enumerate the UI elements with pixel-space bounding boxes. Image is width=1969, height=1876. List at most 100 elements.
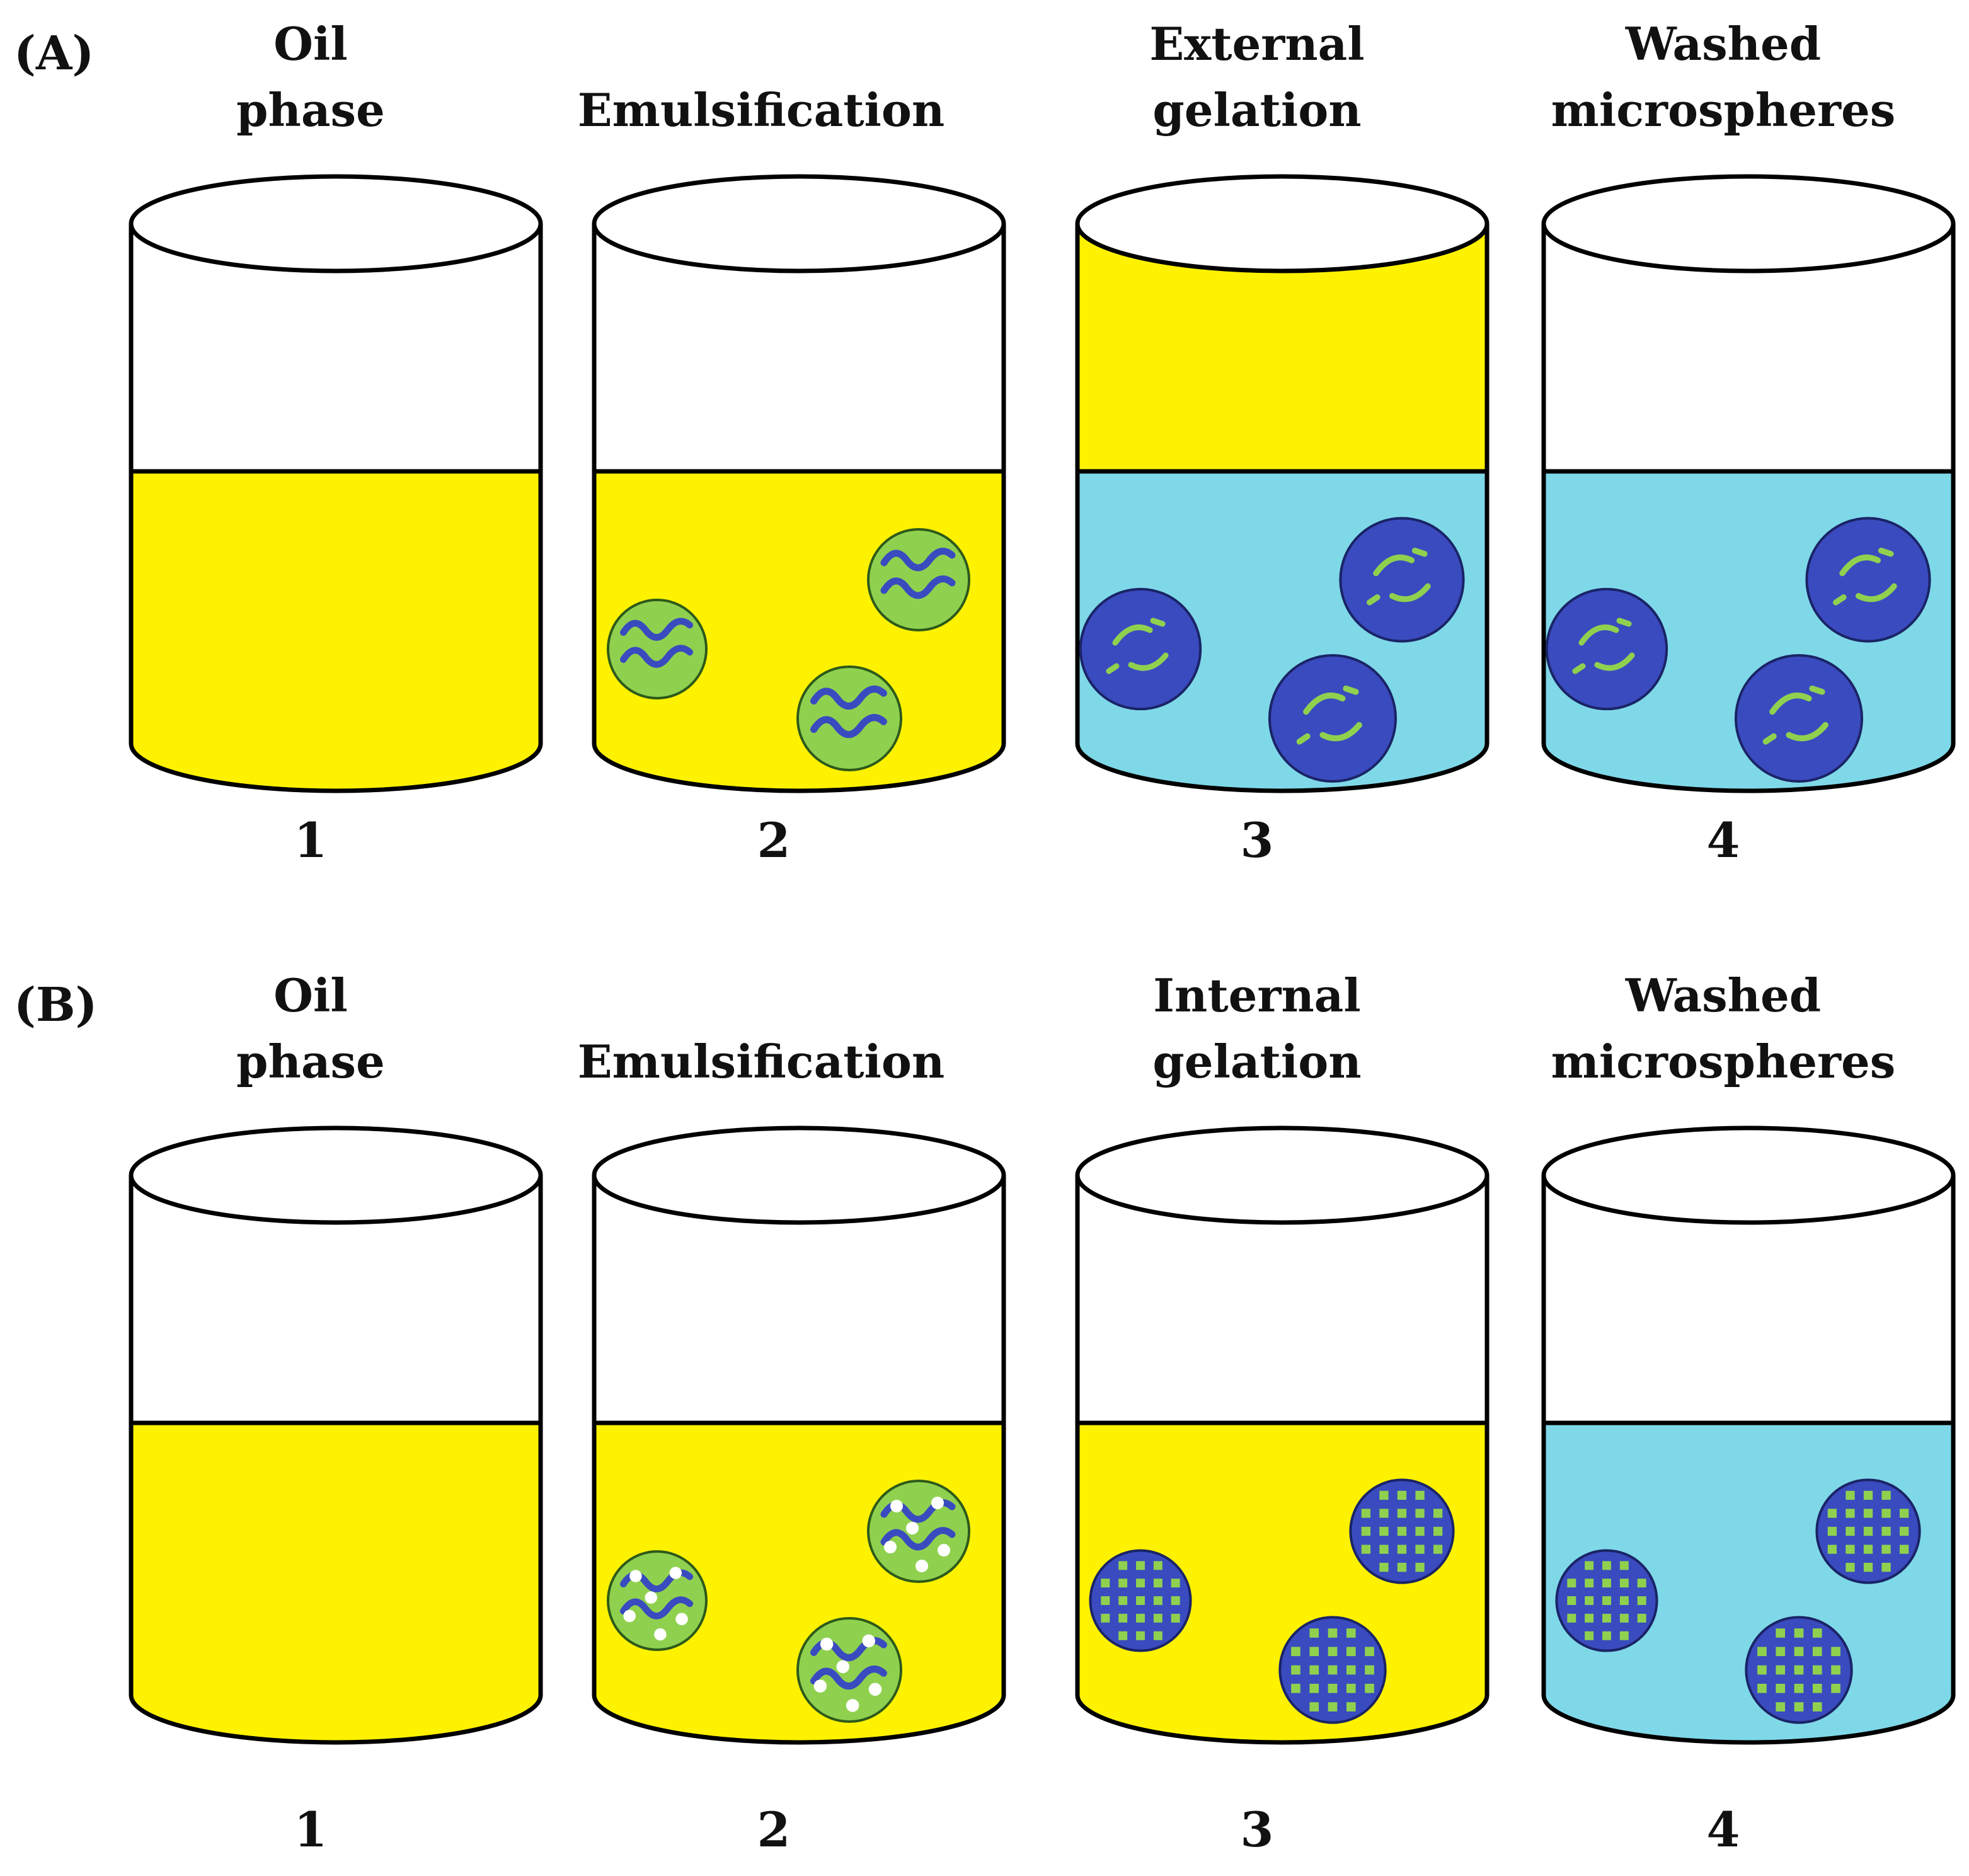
gel-mark <box>1878 548 1894 557</box>
gel-pore <box>1585 1561 1594 1570</box>
polymer-chain <box>880 1527 956 1551</box>
gel-pore <box>1776 1628 1786 1638</box>
gel-pore <box>1397 1562 1407 1572</box>
step-title-line: microspheres <box>1551 1035 1896 1088</box>
gel-pore <box>1812 1683 1822 1693</box>
polymer-chain <box>810 713 887 739</box>
gel-pore <box>1757 1665 1767 1675</box>
gel-pore <box>1794 1647 1804 1657</box>
gel-mark <box>1128 652 1169 671</box>
gel-pore <box>1291 1665 1300 1675</box>
gel-pore <box>1776 1665 1786 1675</box>
microsphere <box>796 665 902 771</box>
gel-mark <box>1343 685 1359 695</box>
gel-pore <box>1899 1509 1909 1518</box>
gel-pore <box>1776 1683 1786 1693</box>
panel-label: (B) <box>14 978 98 1032</box>
gel-pore <box>1619 1561 1629 1570</box>
dispersed-particle <box>669 1567 682 1579</box>
gel-mark <box>1303 692 1346 715</box>
gel-pore <box>1846 1545 1855 1554</box>
microsphere <box>1805 517 1931 643</box>
gel-pore <box>1415 1509 1425 1518</box>
gel-mark <box>1786 722 1828 742</box>
beaker-1-1 <box>129 174 543 793</box>
gel-pore <box>1602 1579 1611 1588</box>
dispersed-particle <box>890 1500 903 1512</box>
gel-pore <box>1118 1631 1128 1640</box>
step-number: 3 <box>1241 1802 1274 1858</box>
gel-pore <box>1118 1613 1128 1623</box>
upper-liquid <box>1077 224 1487 471</box>
gel-pore <box>1346 1628 1356 1638</box>
gel-pore <box>1881 1509 1891 1518</box>
gel-mark <box>1855 583 1897 602</box>
beaker-2-4 <box>1541 1125 1956 1745</box>
microsphere <box>1349 1478 1455 1584</box>
step-title-line: Internal <box>1153 969 1360 1022</box>
gel-pore <box>1346 1665 1356 1675</box>
dispersed-particle <box>654 1628 667 1641</box>
step-title-line: Washed <box>1625 17 1821 71</box>
dispersed-particle <box>629 1570 642 1582</box>
dispersed-particle <box>862 1634 875 1648</box>
polymer-chain <box>810 1665 887 1690</box>
polymer-chain <box>620 618 694 641</box>
step-number: 1 <box>294 1802 328 1858</box>
gel-pore <box>1881 1526 1891 1536</box>
beaker-1-3 <box>1075 174 1490 793</box>
gel-pore <box>1899 1545 1909 1554</box>
gel-pore <box>1361 1509 1371 1518</box>
gel-pore <box>1415 1526 1425 1536</box>
polymer-chain <box>810 685 887 710</box>
beaker-rim <box>1541 1125 1956 1225</box>
gel-pore <box>1136 1579 1145 1588</box>
gel-pore <box>1602 1596 1611 1605</box>
gel-pore <box>1309 1647 1319 1657</box>
gel-pore <box>1309 1665 1319 1675</box>
gel-pore <box>1881 1562 1891 1572</box>
gel-mark <box>1106 663 1120 674</box>
dispersed-particle <box>868 1683 882 1696</box>
gel-pore <box>1602 1613 1611 1623</box>
beaker-wall <box>129 224 543 793</box>
gel-pore <box>1346 1683 1356 1693</box>
microsphere <box>607 599 708 699</box>
microsphere <box>1815 1478 1921 1584</box>
gel-pore <box>1846 1526 1855 1536</box>
gel-pore <box>1309 1683 1319 1693</box>
gel-pore <box>1153 1579 1162 1588</box>
gel-pore <box>1379 1545 1389 1554</box>
step-number: 2 <box>757 812 791 868</box>
dispersed-particle <box>846 1699 859 1712</box>
dispersed-particle <box>645 1591 657 1604</box>
gel-mark <box>1319 722 1362 742</box>
gel-pore <box>1328 1628 1338 1638</box>
gel-pore <box>1637 1579 1646 1588</box>
beaker-rim <box>1541 174 1956 273</box>
dispersed-particle <box>938 1544 950 1557</box>
gel-pore <box>1619 1579 1629 1588</box>
gel-pore <box>1136 1596 1145 1605</box>
gel-pore <box>1171 1613 1180 1623</box>
beaker-rim <box>592 1125 1006 1225</box>
gel-mark <box>1367 594 1381 606</box>
step-title-line: Oil <box>273 969 347 1022</box>
beaker-wall <box>129 1175 543 1745</box>
gel-pore <box>1136 1613 1145 1623</box>
gel-pore <box>1794 1683 1804 1693</box>
gel-pore <box>1397 1526 1407 1536</box>
beaker-rim <box>1075 174 1490 273</box>
microsphere <box>1089 1549 1192 1652</box>
gel-pore <box>1776 1702 1786 1712</box>
gel-pore <box>1567 1579 1576 1588</box>
gel-pore <box>1365 1647 1374 1657</box>
gel-mark <box>1762 733 1777 745</box>
gel-pore <box>1846 1509 1855 1518</box>
lower-liquid <box>131 1423 541 1742</box>
dispersed-particle <box>820 1637 834 1651</box>
gel-pore <box>1153 1596 1162 1605</box>
gel-pore <box>1309 1628 1319 1638</box>
gel-pore <box>1567 1596 1576 1605</box>
